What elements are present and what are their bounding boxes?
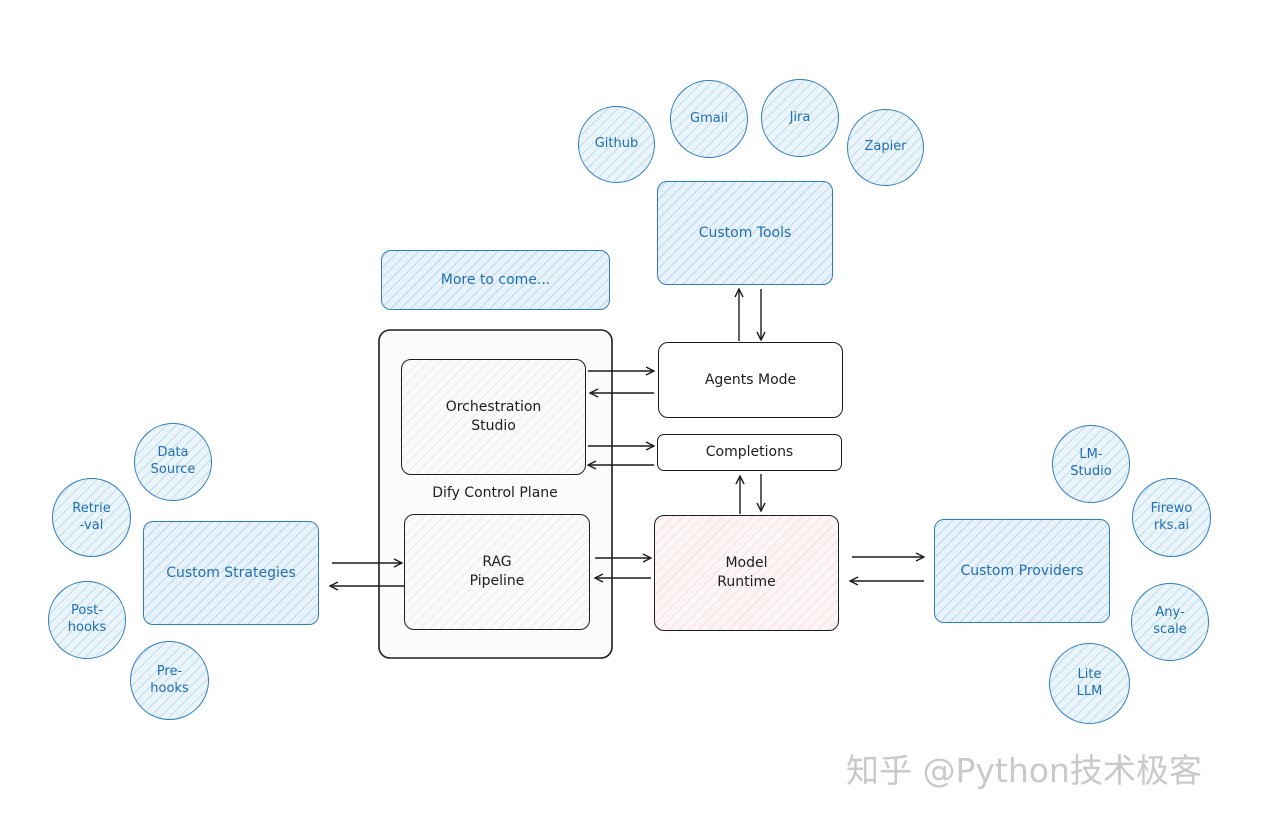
pre-hooks-node: Pre- hooks [130,641,209,720]
zapier-node: Zapier [847,109,924,186]
retrieval-node: Retrie -val [52,478,131,557]
custom-tools-box: Custom Tools [657,181,833,285]
litellm-node: Lite LLM [1049,643,1130,724]
agents-mode-box: Agents Mode [658,342,843,418]
rag-pipeline-box: RAG Pipeline [404,514,590,630]
watermark: 知乎 @Python技术极客 [846,751,1202,790]
lm-studio-node: LM- Studio [1052,425,1130,503]
jira-node: Jira [761,79,839,157]
control-plane-label: Dify Control Plane [432,484,558,501]
model-runtime-box: Model Runtime [654,515,839,631]
completions-box: Completions [657,434,842,471]
post-hooks-node: Post- hooks [48,581,126,659]
custom-strategies-box: Custom Strategies [143,521,319,625]
fireworks-node: Firewo rks.ai [1132,478,1211,557]
data-source-node: Data Source [134,423,212,501]
github-node: Github [578,106,655,183]
gmail-node: Gmail [670,80,748,158]
orchestration-studio-box: Orchestration Studio [401,359,586,475]
custom-providers-box: Custom Providers [934,519,1110,623]
anyscale-node: Any- scale [1131,583,1209,661]
more-to-come-box: More to come... [381,250,610,310]
